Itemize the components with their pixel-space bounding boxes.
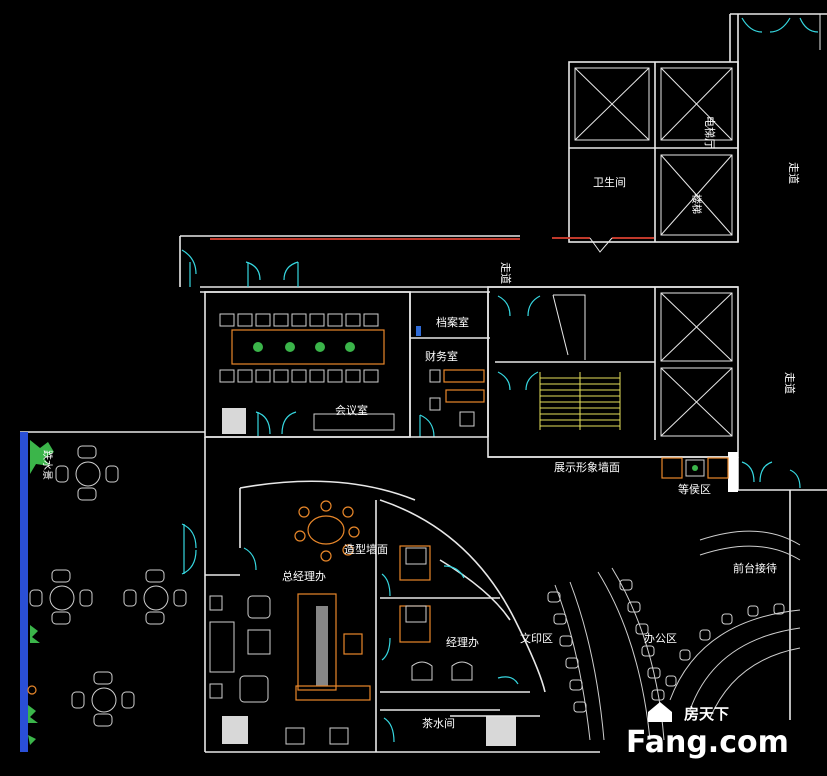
label-reception: 前台接待 xyxy=(733,561,777,575)
watermark: 房天下 Fang.com xyxy=(626,702,789,760)
stair-block xyxy=(487,286,739,458)
top-right-walls xyxy=(729,13,827,242)
curved-wall xyxy=(379,499,546,693)
watermark-en: Fang.com xyxy=(626,725,789,760)
table-cluster-2 xyxy=(29,569,93,625)
table-cluster-3 xyxy=(123,569,187,625)
label-water-feature: 跌水景 xyxy=(41,450,54,480)
label-corridor-top: 走道 xyxy=(499,262,513,284)
lower-walls xyxy=(181,436,600,753)
archive-finance xyxy=(409,292,490,438)
stairs xyxy=(539,372,621,430)
label-meeting: 会议室 xyxy=(335,403,368,417)
meeting-chairs-bottom xyxy=(219,369,379,383)
label-finance: 财务室 xyxy=(425,349,458,363)
label-restroom: 卫生间 xyxy=(593,175,626,189)
office-area xyxy=(547,567,665,741)
label-waiting: 等侯区 xyxy=(678,482,711,496)
label-tea-room: 茶水间 xyxy=(422,717,455,730)
label-shaped-wall: 造型墙面 xyxy=(344,542,388,556)
upper-walls xyxy=(179,235,738,293)
lounge-tables xyxy=(29,445,187,727)
label-stair: 楼梯 xyxy=(690,194,703,214)
label-elevator-hall: 电梯厅 xyxy=(703,116,716,149)
table-cluster-4 xyxy=(71,671,135,727)
label-gm-office: 总经理办 xyxy=(282,569,326,583)
label-corridor-right-mid: 走道 xyxy=(783,372,797,394)
gm-office xyxy=(205,480,416,752)
manager-offices xyxy=(380,545,530,711)
water-feature-block xyxy=(20,431,205,752)
elevator-core xyxy=(552,61,739,253)
label-office-area: 办公区 xyxy=(644,632,677,645)
meeting-room xyxy=(204,291,411,438)
label-print-area: 文印区 xyxy=(520,631,553,645)
reception xyxy=(665,452,827,720)
watermark-cn: 房天下 xyxy=(684,705,729,723)
meeting-chairs-top xyxy=(219,313,379,327)
waiting-area xyxy=(661,457,729,479)
house-logo-icon xyxy=(648,702,672,722)
label-archive: 档案室 xyxy=(436,315,469,329)
room-labels: 卫生间 电梯厅 楼梯 走道 走道 走道 档案室 财务室 会议室 展示形象墙面 等… xyxy=(41,116,801,730)
label-corridor-right-top: 走道 xyxy=(787,162,801,184)
tea-room xyxy=(383,715,540,746)
table-cluster-1 xyxy=(55,445,119,501)
label-display-wall: 展示形象墙面 xyxy=(554,460,620,474)
label-manager-office: 经理办 xyxy=(446,636,479,649)
